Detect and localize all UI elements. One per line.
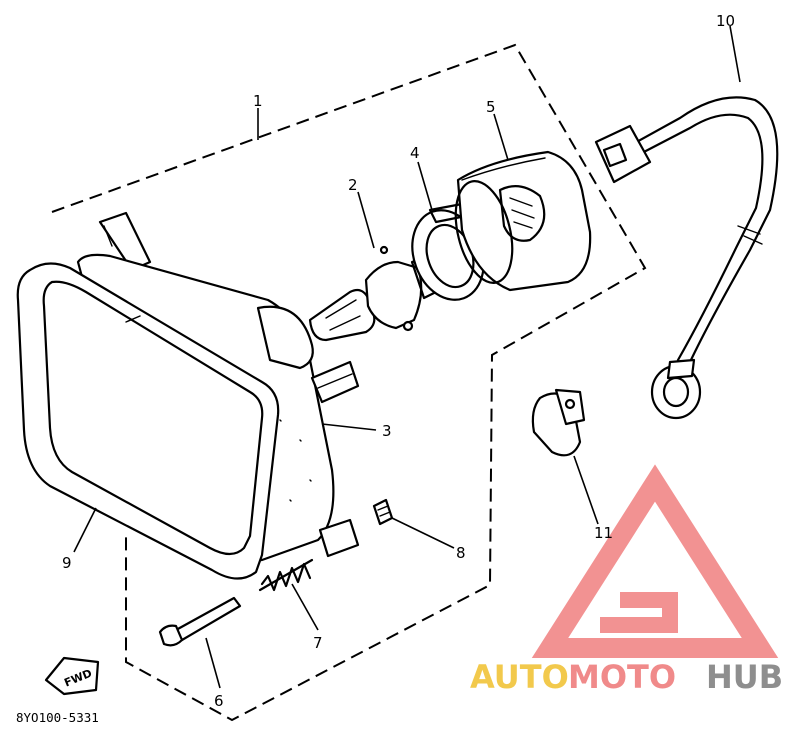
callout-5: 5 (486, 98, 496, 116)
nut (372, 498, 394, 526)
callout-1: 1 (253, 92, 263, 110)
svg-text:AUTO: AUTO (470, 658, 569, 696)
wire-harness (594, 96, 779, 420)
svg-text:MOTO: MOTO (568, 658, 676, 696)
callout-6: 6 (214, 692, 224, 710)
socket-cover (454, 150, 592, 292)
figure-code: 8YO100-5331 (16, 710, 99, 725)
fwd-arrow (44, 656, 100, 696)
assembly-boundary (51, 43, 647, 722)
callout-10: 10 (716, 12, 735, 30)
bulb (308, 245, 442, 342)
callout-labels: 1 2 3 4 5 6 7 8 9 10 11 (62, 12, 735, 710)
callout-8: 8 (456, 544, 466, 562)
callout-4: 4 (410, 144, 420, 162)
callout-7: 7 (313, 634, 323, 652)
callout-3: 3 (382, 422, 392, 440)
watermark-text: AUTO MOTO HUB (470, 658, 783, 696)
callout-11: 11 (594, 524, 613, 542)
callout-9: 9 (62, 554, 72, 572)
spring (258, 558, 314, 592)
adjusting-screw (158, 596, 242, 647)
leader-lines (73, 25, 741, 689)
callout-2: 2 (348, 176, 358, 194)
headlight-rim (16, 262, 280, 580)
watermark-logo (531, 464, 779, 658)
wire-clamp (531, 388, 586, 457)
svg-text:HUB: HUB (706, 658, 783, 696)
